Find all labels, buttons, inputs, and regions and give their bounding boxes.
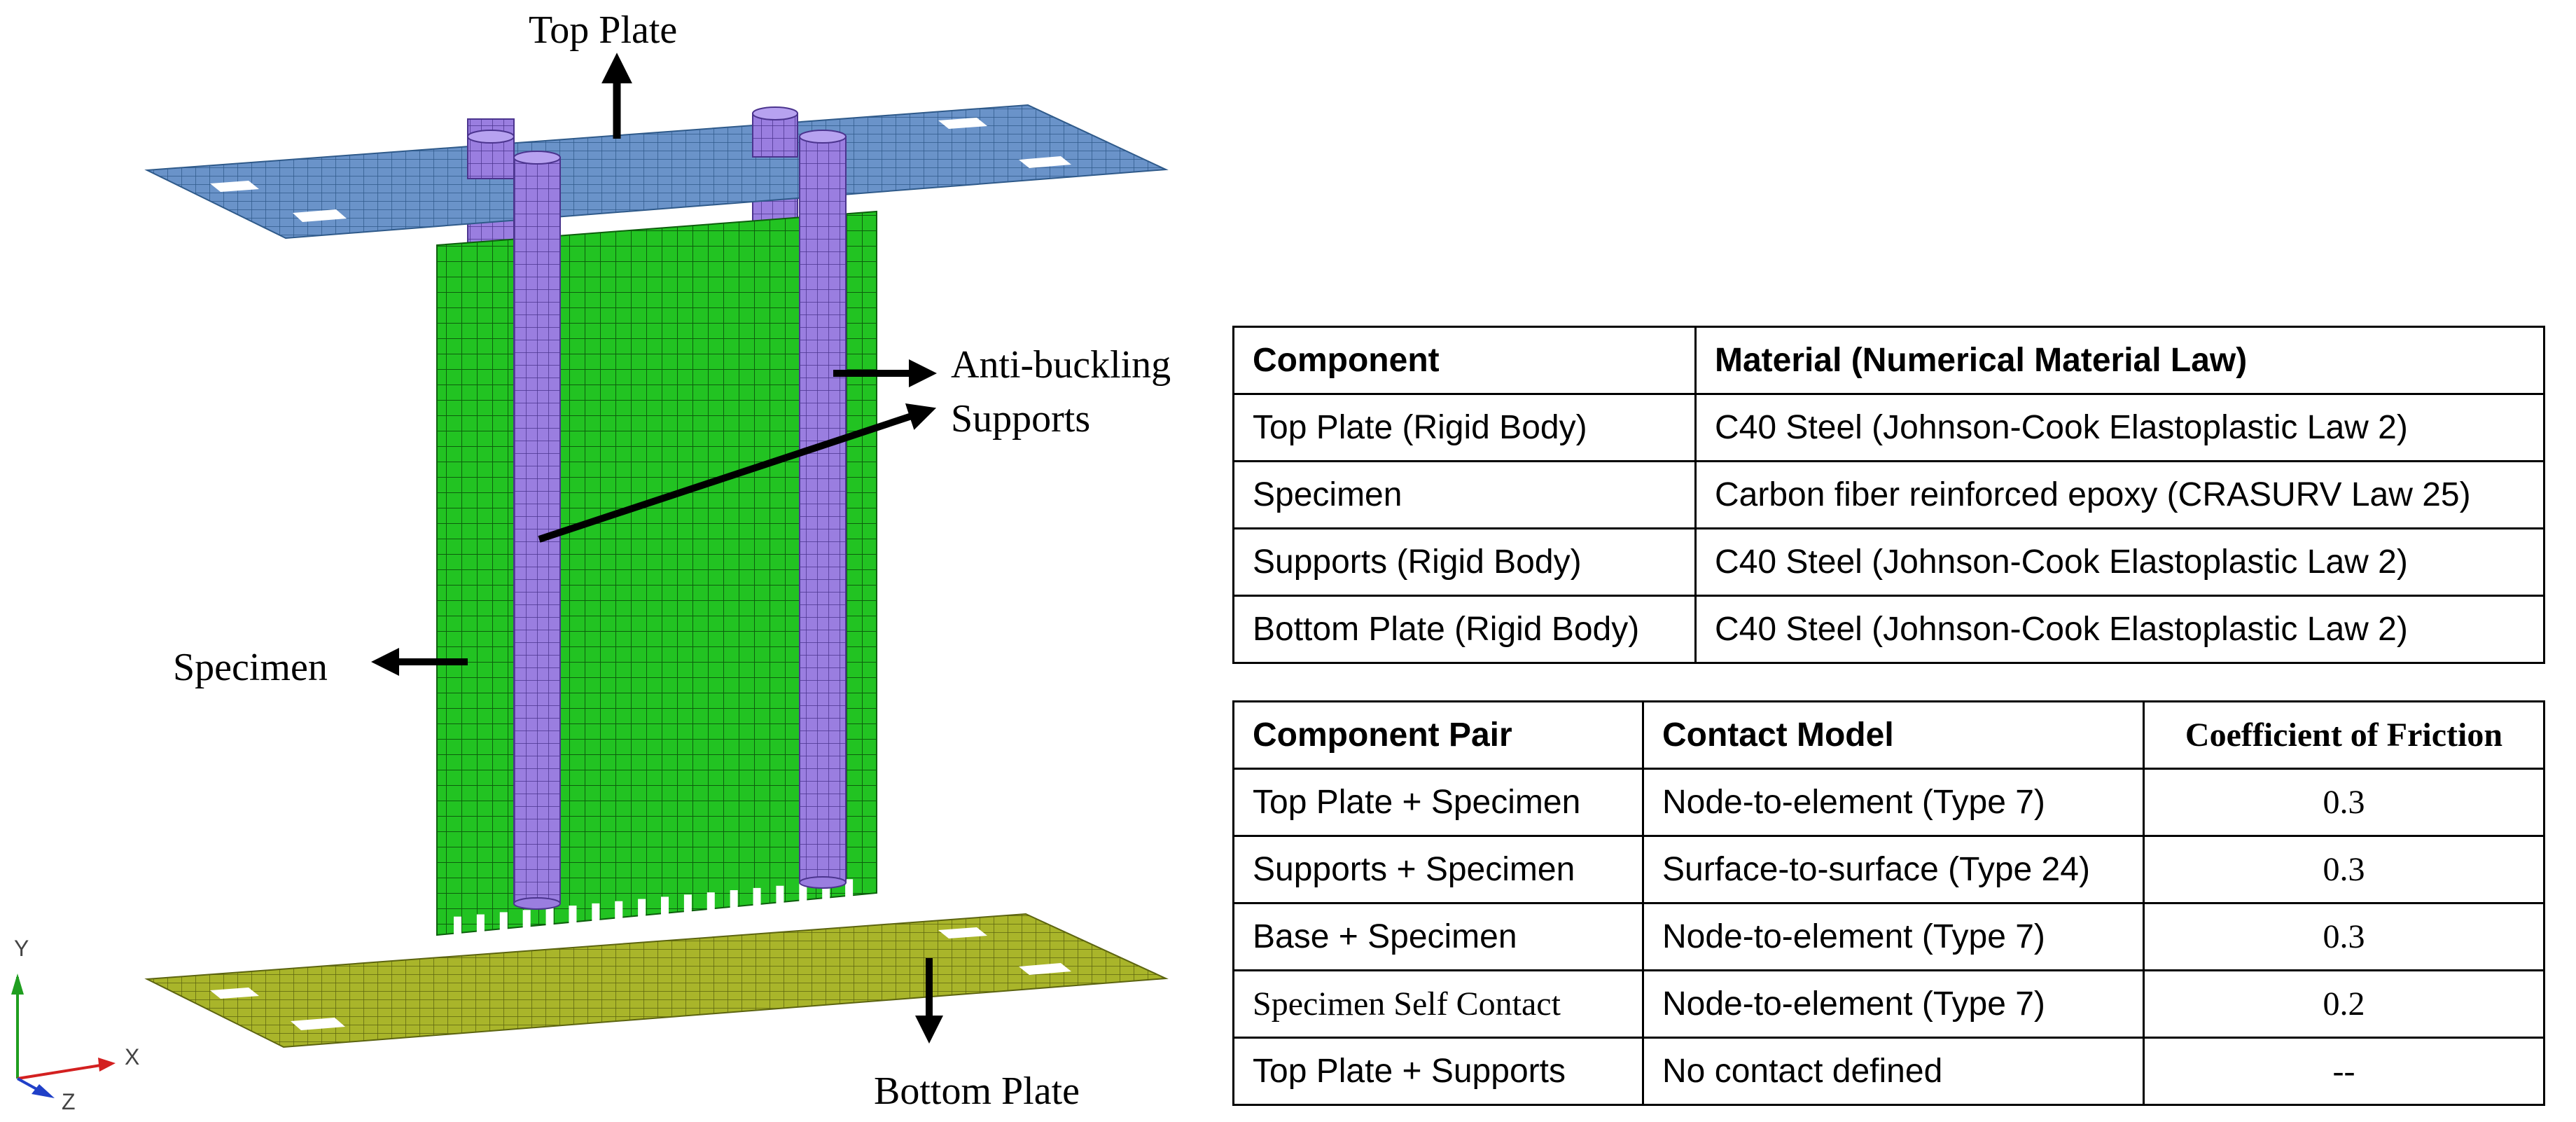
table-row: Bottom Plate (Rigid Body) C40 Steel (Joh… bbox=[1232, 595, 2545, 664]
material-cell: C40 Steel (Johnson-Cook Elastoplastic La… bbox=[1694, 393, 2545, 462]
table-row: Supports (Rigid Body) C40 Steel (Johnson… bbox=[1232, 527, 2545, 597]
specimen-notch bbox=[615, 901, 623, 920]
contact-table-header: Component Pair Contact Model Coefficient… bbox=[1232, 700, 2545, 770]
contact-cell: Surface-to-surface (Type 24) bbox=[1642, 835, 2145, 904]
table-row: Top Plate + Specimen Node-to-element (Ty… bbox=[1232, 768, 2545, 837]
contact-cell: Node-to-element (Type 7) bbox=[1642, 768, 2145, 837]
friction-cell: -- bbox=[2143, 1037, 2545, 1106]
anti-buckling-label-line2: Supports bbox=[951, 397, 1091, 441]
material-cell: C40 Steel (Johnson-Cook Elastoplastic La… bbox=[1694, 595, 2545, 664]
friction-cell: 0.3 bbox=[2143, 835, 2545, 904]
specimen-notch bbox=[454, 916, 461, 935]
material-cell: Supports (Rigid Body) bbox=[1232, 527, 1697, 597]
specimen-notch bbox=[476, 914, 485, 933]
specimen-notch bbox=[822, 881, 830, 900]
top-plate-label: Top Plate bbox=[529, 8, 678, 52]
specimen-notch bbox=[569, 905, 577, 924]
table-row: Top Plate (Rigid Body) C40 Steel (Johnso… bbox=[1232, 393, 2545, 462]
top-plate-mesh bbox=[144, 104, 1169, 240]
fe-model-scene: Y X Z Top Plate Anti-buckling Supports S… bbox=[0, 0, 1232, 1118]
specimen-notch bbox=[706, 892, 715, 911]
specimen-notch bbox=[845, 879, 854, 898]
material-table: Component Material (Numerical Material L… bbox=[1232, 326, 2545, 664]
material-cell: Specimen bbox=[1232, 460, 1697, 529]
bottom-plate-mesh bbox=[144, 913, 1169, 1048]
axis-x-label: X bbox=[125, 1044, 139, 1069]
specimen-notch bbox=[683, 894, 692, 913]
specimen-notch bbox=[522, 910, 531, 929]
axis-y-label: Y bbox=[14, 936, 29, 961]
material-table-header: Component Material (Numerical Material L… bbox=[1232, 326, 2545, 395]
contact-cell: Specimen Self Contact bbox=[1232, 969, 1644, 1039]
table-row: Supports + Specimen Surface-to-surface (… bbox=[1232, 835, 2545, 904]
contact-header-pair: Component Pair bbox=[1232, 700, 1644, 770]
contact-header-model: Contact Model bbox=[1642, 700, 2145, 770]
support-caps bbox=[467, 106, 798, 179]
axis-triad: Y X Z bbox=[11, 936, 139, 1114]
table-row: Base + Specimen Node-to-element (Type 7)… bbox=[1232, 902, 2545, 971]
specimen-notch bbox=[799, 883, 807, 902]
fe-model-drawing: Y X Z bbox=[11, 53, 1169, 1114]
material-cell: C40 Steel (Johnson-Cook Elastoplastic La… bbox=[1694, 527, 2545, 597]
bottom-plate-label: Bottom Plate bbox=[874, 1069, 1080, 1113]
contact-cell: Base + Specimen bbox=[1232, 902, 1644, 971]
anti-buckling-arrow-2 bbox=[538, 403, 937, 543]
specimen-notch bbox=[776, 885, 784, 904]
table-row: Top Plate + Supports No contact defined … bbox=[1232, 1037, 2545, 1106]
material-cell: Top Plate (Rigid Body) bbox=[1232, 393, 1697, 462]
contact-cell: Node-to-element (Type 7) bbox=[1642, 902, 2145, 971]
friction-cell: 0.3 bbox=[2143, 902, 2545, 971]
specimen-notch bbox=[753, 887, 761, 906]
contact-table: Component Pair Contact Model Coefficient… bbox=[1232, 700, 2545, 1106]
contact-header-friction: Coefficient of Friction bbox=[2143, 700, 2545, 770]
table-row: Specimen Carbon fiber reinforced epoxy (… bbox=[1232, 460, 2545, 529]
anti-buckling-label-line1: Anti-buckling bbox=[951, 343, 1171, 387]
contact-cell: No contact defined bbox=[1642, 1037, 2145, 1106]
specimen-notch bbox=[730, 890, 738, 908]
specimen-notch bbox=[661, 896, 669, 915]
friction-cell: 0.2 bbox=[2143, 969, 2545, 1039]
specimen-notch bbox=[545, 908, 554, 927]
axis-z-label: Z bbox=[62, 1089, 76, 1114]
contact-cell: Node-to-element (Type 7) bbox=[1642, 969, 2145, 1039]
specimen-notch bbox=[592, 903, 600, 922]
material-header-material: Material (Numerical Material Law) bbox=[1694, 326, 2545, 395]
contact-cell: Supports + Specimen bbox=[1232, 835, 1644, 904]
specimen-notch bbox=[499, 912, 508, 931]
front-support-right bbox=[799, 130, 847, 889]
contact-cell: Top Plate + Specimen bbox=[1232, 768, 1644, 837]
specimen-notch bbox=[638, 899, 646, 917]
material-cell: Carbon fiber reinforced epoxy (CRASURV L… bbox=[1694, 460, 2545, 529]
material-header-component: Component bbox=[1232, 326, 1697, 395]
table-row: Specimen Self Contact Node-to-element (T… bbox=[1232, 969, 2545, 1039]
specimen-label: Specimen bbox=[173, 646, 328, 689]
front-support-left bbox=[513, 151, 561, 910]
contact-cell: Top Plate + Supports bbox=[1232, 1037, 1644, 1106]
friction-cell: 0.3 bbox=[2143, 768, 2545, 837]
material-cell: Bottom Plate (Rigid Body) bbox=[1232, 595, 1697, 664]
